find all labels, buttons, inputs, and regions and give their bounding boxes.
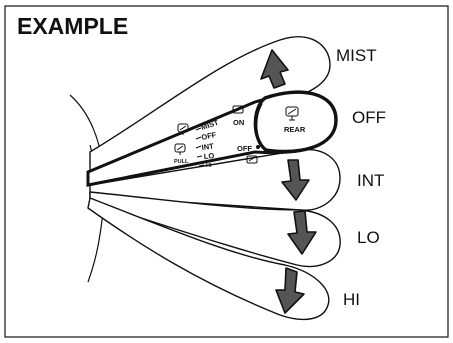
lever-outline-lo — [89, 191, 341, 268]
knob-inner-edge — [256, 103, 263, 147]
arrow-down-icon — [281, 159, 310, 201]
position-label-lo: LO — [357, 228, 380, 247]
mark-off: OFF — [201, 130, 218, 142]
rear-knob-label: REAR — [284, 125, 306, 134]
rear-washer-icon-bottom — [246, 155, 258, 164]
mark-lo: LO — [203, 151, 214, 161]
mark-int: INT — [201, 141, 215, 152]
position-label-int: INT — [357, 171, 384, 190]
position-label-off: OFF — [352, 108, 386, 127]
position-label-hi: HI — [343, 290, 360, 309]
rear-off-label: OFF — [237, 144, 252, 153]
diagram-frame — [4, 5, 449, 338]
washer-icon — [174, 143, 186, 155]
rear-on-label: ON — [233, 118, 244, 127]
front-wiper-icon — [177, 123, 189, 135]
arrow-up-icon — [260, 49, 289, 89]
pull-label: PULL — [174, 159, 189, 165]
lever-outline-hi — [87, 197, 330, 321]
lever-marks — [195, 127, 205, 167]
position-label-mist: MIST — [336, 46, 377, 65]
mark-hi: HI — [206, 163, 212, 169]
diagram-title: EXAMPLE — [17, 13, 128, 39]
rear-off-dot — [256, 145, 260, 149]
rear-washer-icon-top — [232, 105, 244, 114]
rear-wiper-knob — [253, 90, 338, 154]
lever-outline-int — [89, 148, 341, 211]
arrow-down-icon — [275, 267, 305, 314]
arrow-down-icon — [287, 210, 317, 255]
rear-wiper-icon — [285, 106, 299, 121]
